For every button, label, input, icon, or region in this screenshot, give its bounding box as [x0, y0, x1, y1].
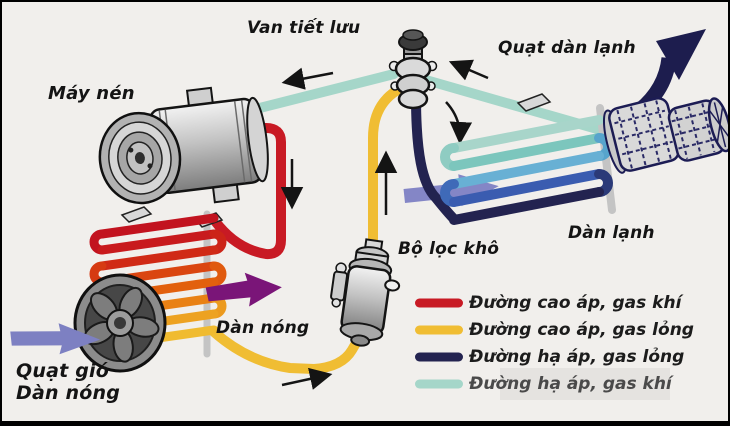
label-evaporator-fan: Quạt dàn lạnh: [498, 38, 636, 58]
expansion-flow-arrow: [445, 101, 473, 145]
legend-label: Đường cao áp, gas khí: [469, 292, 682, 313]
legend-item-low-pressure-liquid: Đường hạ áp, gas lỏng: [415, 343, 694, 370]
legend-swatch-low-pressure-gas: [415, 379, 463, 388]
legend: Đường cao áp, gas khí Đường cao áp, gas …: [415, 289, 694, 397]
condenser-fan-illustration: [73, 273, 167, 373]
suction-flow-arrows: [281, 59, 489, 90]
condenser-air-in-arrow: [10, 323, 101, 355]
condenser-air-out-arrow: [205, 272, 282, 307]
label-condenser-fan: Quạt gió Dàn nóng: [16, 360, 120, 404]
low-pressure-liquid-pipe: [411, 91, 459, 224]
legend-item-low-pressure-gas: Đường hạ áp, gas khí: [415, 370, 694, 397]
legend-item-high-pressure-liquid: Đường cao áp, gas lỏng: [415, 316, 694, 343]
label-receiver-drier: Bộ lọc khô: [398, 239, 500, 259]
label-condenser-fan-line1: Quạt gió: [16, 360, 109, 382]
label-condenser: Dàn nóng: [216, 318, 310, 338]
label-expansion-valve: Van tiết lưu: [247, 18, 361, 38]
high-pressure-gas-pipe: [210, 123, 286, 260]
legend-label: Đường hạ áp, gas khí: [469, 373, 672, 394]
label-condenser-fan-line2: Dàn nóng: [16, 382, 121, 404]
legend-swatch-high-pressure-liquid: [415, 325, 463, 334]
legend-swatch-high-pressure-gas: [415, 298, 463, 307]
flow-arrows: [280, 150, 398, 390]
compressor-illustration: [98, 86, 269, 205]
legend-label: Đường cao áp, gas lỏng: [469, 319, 694, 340]
evaporator-coil: [440, 93, 616, 225]
label-compressor: Máy nén: [48, 83, 135, 104]
high-pressure-liquid-pipe: [209, 86, 401, 375]
receiver-drier-illustration: [330, 238, 401, 347]
legend-label: Đường hạ áp, gas lỏng: [469, 346, 685, 367]
legend-item-high-pressure-gas: Đường cao áp, gas khí: [415, 289, 694, 316]
expansion-valve-illustration: [388, 29, 438, 110]
evaporator-blower-illustration: [602, 96, 728, 174]
legend-swatch-low-pressure-liquid: [415, 352, 463, 361]
watermark-patch: [500, 368, 670, 400]
label-evaporator: Dàn lạnh: [568, 223, 655, 243]
